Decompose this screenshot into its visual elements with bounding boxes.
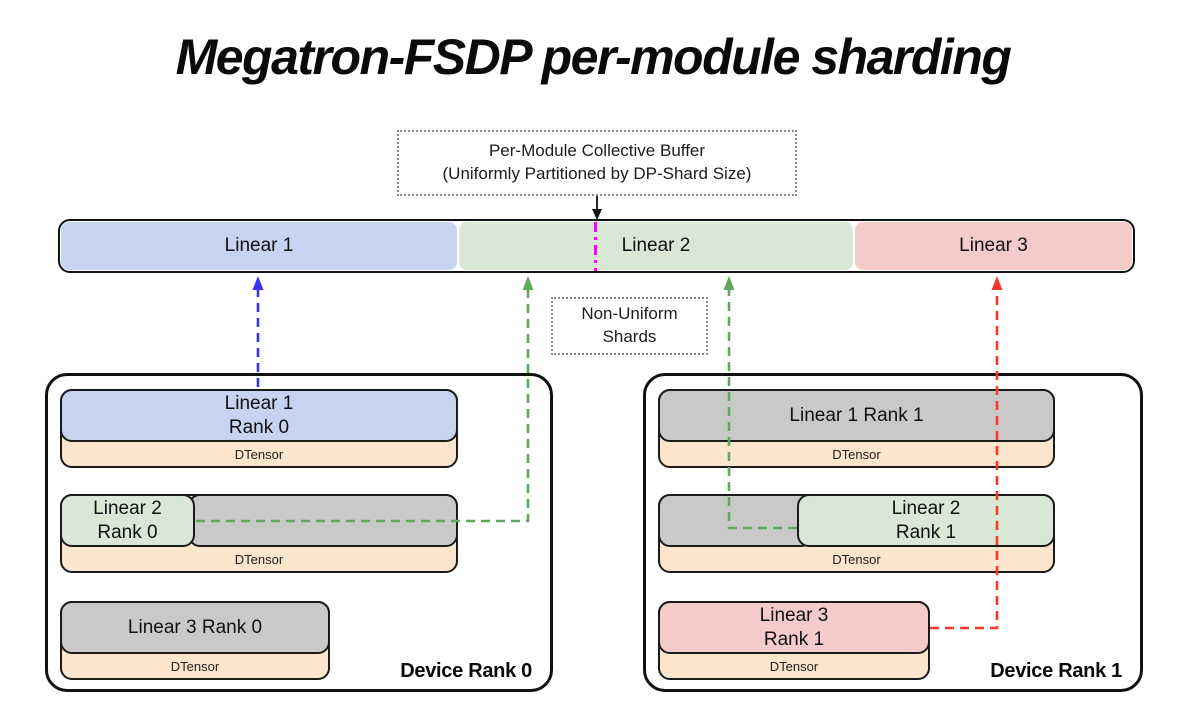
shard-linear2-remainder-rank1 [658, 494, 813, 547]
shard-label-line: Linear 2 [93, 498, 162, 520]
shard-linear1-rank0: Linear 1 Rank 0 [60, 389, 458, 442]
linear3-rank1-arrowhead [991, 276, 1003, 290]
collective-buffer-bar: Linear 1 Linear 2 Linear 3 [58, 219, 1135, 273]
shard-linear2-remainder-rank0 [188, 494, 458, 547]
buffer-segment-linear1-label: Linear 1 [224, 235, 294, 256]
shard-linear1-rank1: Linear 1 Rank 1 [658, 389, 1055, 442]
buffer-segment-linear3: Linear 3 [855, 222, 1132, 270]
shard-linear3-rank1: Linear 3 Rank 1 [658, 601, 930, 654]
shard-label-line: Linear 2 [891, 498, 961, 520]
dtensor-label: DTensor [832, 447, 881, 462]
shard-label-line: Linear 3 [759, 605, 829, 627]
shard-linear2-rank0: Linear 2 Rank 0 [60, 494, 195, 547]
dtensor-label: DTensor [170, 659, 220, 674]
buffer-segment-linear1: Linear 1 [61, 222, 457, 270]
shard-label-line: Linear 3 Rank 0 [127, 616, 263, 638]
non-uniform-shards-callout: Non-Uniform Shards [551, 297, 708, 355]
device-rank-1-label: Device Rank 1 [990, 660, 1122, 682]
shard-label-line: Rank 1 [895, 521, 957, 543]
dtensor-label: DTensor [234, 447, 284, 462]
shard-linear3-rank0: Linear 3 Rank 0 [60, 601, 330, 654]
shard-label-line: Rank 0 [97, 521, 158, 543]
non-uniform-shards-line2: Shards [602, 327, 657, 346]
linear2-rank0-arrowhead [522, 276, 534, 290]
dtensor-label: DTensor [832, 552, 881, 567]
linear1-rank0-arrowhead [252, 276, 264, 290]
buffer-segment-linear3-label: Linear 3 [959, 235, 1028, 256]
shard-label-line: Rank 0 [228, 416, 290, 438]
device-rank-0-label: Device Rank 0 [400, 660, 532, 682]
shard-label-line: Linear 1 Rank 1 [789, 404, 924, 426]
buffer-segment-linear2: Linear 2 [459, 222, 853, 270]
collective-buffer-callout: Per-Module Collective Buffer (Uniformly … [397, 130, 797, 196]
non-uniform-shards-line1: Non-Uniform [581, 304, 678, 324]
dtensor-label: DTensor [769, 659, 819, 674]
buffer-segment-linear2-label: Linear 2 [621, 235, 691, 256]
shard-label-line: Rank 1 [763, 628, 825, 650]
collective-buffer-callout-line2: (Uniformly Partitioned by DP-Shard Size) [442, 164, 752, 183]
linear2-rank1-arrowhead [723, 276, 735, 290]
collective-buffer-callout-line1: Per-Module Collective Buffer [488, 141, 706, 161]
dtensor-label: DTensor [234, 552, 284, 567]
shard-linear2-rank1: Linear 2 Rank 1 [797, 494, 1055, 547]
page-title: Megatron-FSDP per-module sharding [175, 29, 1012, 85]
shard-label-line: Linear 1 [224, 393, 294, 415]
